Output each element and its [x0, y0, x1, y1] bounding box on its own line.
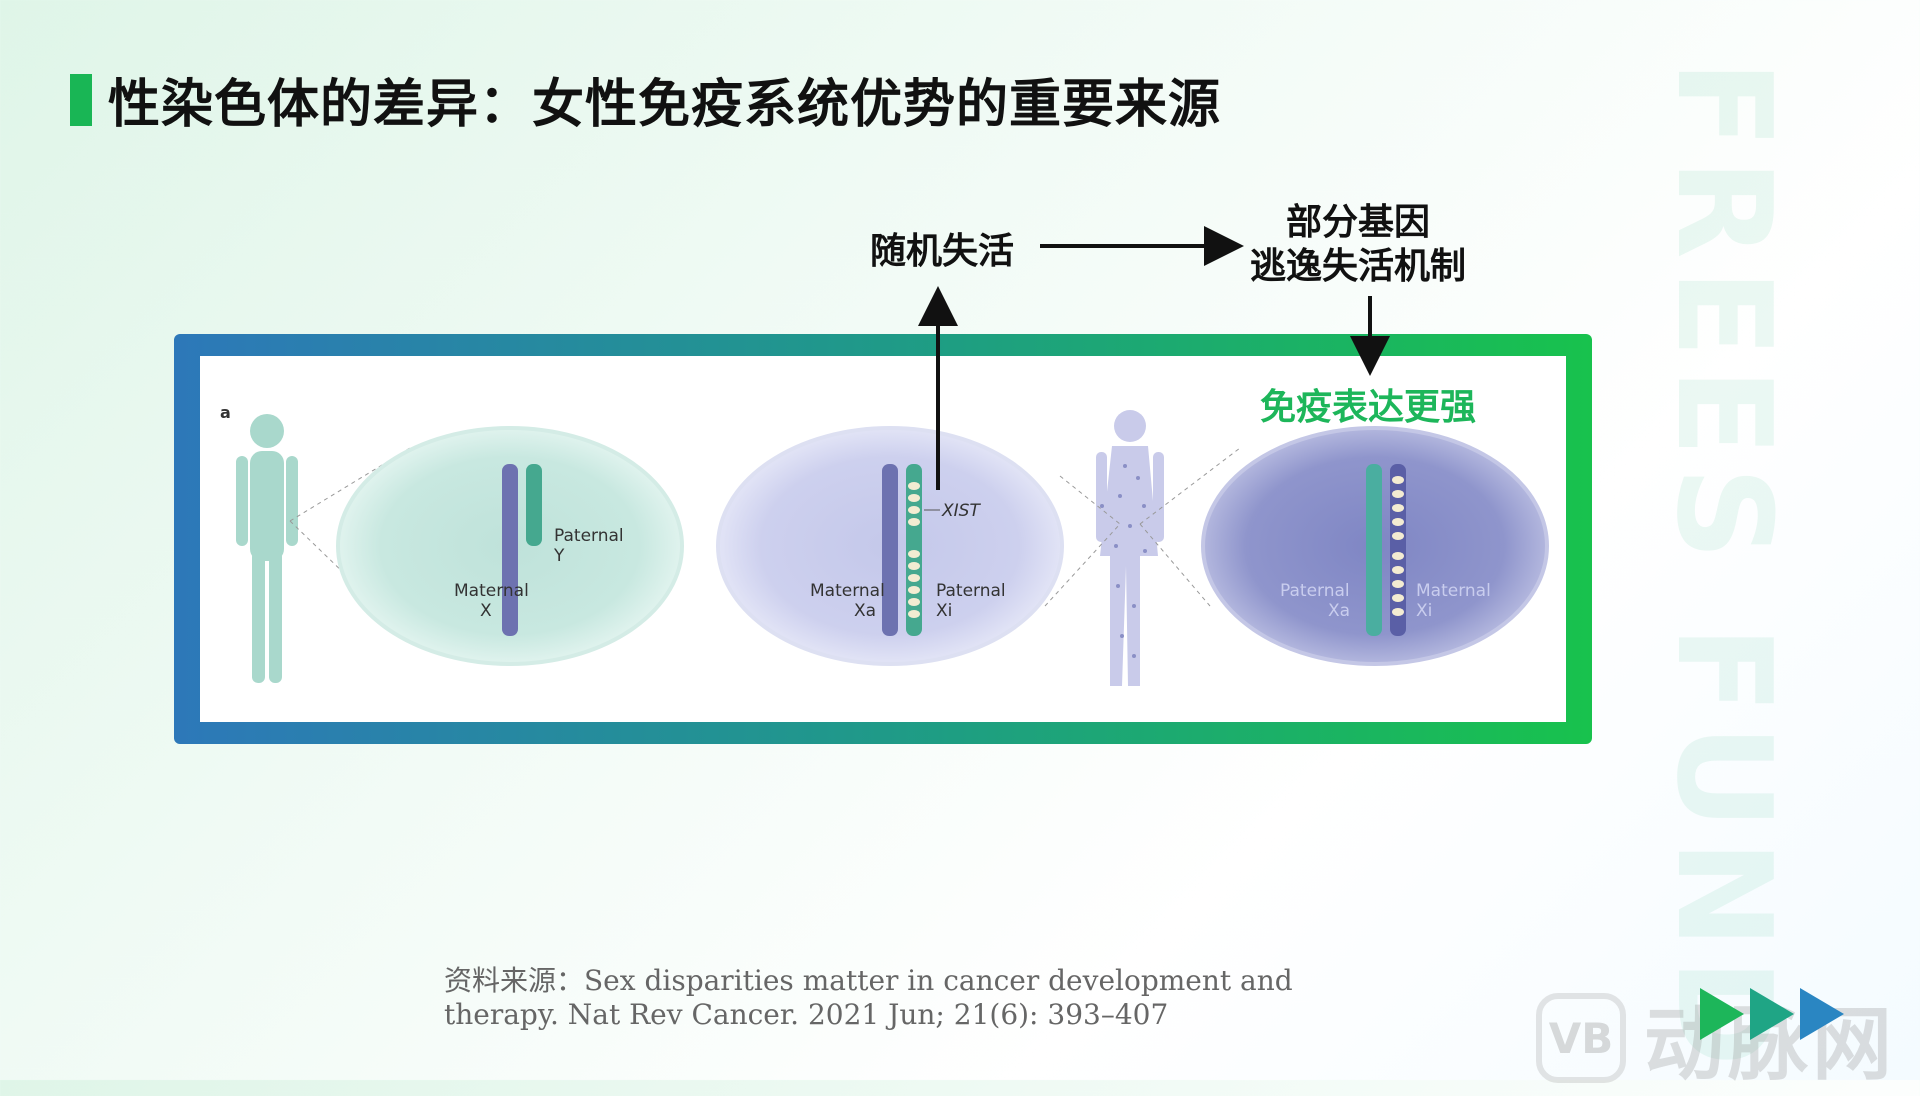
cell3-paternal-label: Paternal: [1280, 581, 1350, 601]
label-escape-mechanism: 部分基因 逃逸失活机制: [1250, 200, 1466, 288]
cell-female-inactivation: XIST Maternal Xa Paternal Xi: [716, 426, 1064, 666]
female-figure-dots: [1100, 464, 1147, 658]
source-citation: 资料来源：Sex disparities matter in cancer de…: [444, 964, 1293, 1032]
cell2-paternal-sub: Xi: [936, 601, 952, 621]
cell3-paternal-sub: Xa: [1328, 601, 1350, 621]
title-accent-bar: [70, 73, 92, 126]
cell2-maternal-sub: Xa: [854, 601, 876, 621]
panel-letter: a: [220, 403, 231, 422]
cell2-maternal-label: Maternal: [810, 581, 885, 601]
cell3-bands: [1392, 476, 1404, 616]
cell1-maternal-sub: X: [480, 601, 492, 621]
cell2-paternal-label: Paternal: [936, 581, 1006, 601]
label-immune-stronger: 免疫表达更强: [1260, 386, 1477, 428]
label-random-inactivation: 随机失活: [870, 230, 1015, 272]
cell1-paternal-sub: Y: [553, 546, 565, 566]
chromosome-figure: a Maternal X Paternal Y: [220, 403, 1549, 686]
cell1-maternal-label: Maternal: [454, 581, 529, 601]
cell3-maternal-sub: Xi: [1416, 601, 1432, 621]
cell3-maternal-label: Maternal: [1416, 581, 1491, 601]
cell1-paternal-label: Paternal: [554, 526, 624, 546]
male-figure: [236, 414, 298, 683]
female-figure: [1096, 410, 1164, 686]
brand-logo-icon: VB: [1536, 993, 1626, 1083]
cell-female-escape: Paternal Xa Maternal Xi: [1201, 426, 1549, 666]
slide-title: 性染色体的差异：女性免疫系统优势的重要来源: [108, 74, 1222, 135]
source-line-1: 资料来源：Sex disparities matter in cancer de…: [444, 964, 1293, 997]
slide-header: 性染色体的差异：女性免疫系统优势的重要来源: [70, 62, 1221, 137]
source-line-2: therapy. Nat Rev Cancer. 2021 Jun; 21(6)…: [444, 998, 1169, 1031]
cell-male: Maternal X Paternal Y: [336, 426, 684, 666]
figure-panel: a Maternal X Paternal Y: [200, 356, 1566, 722]
label-escape-line1: 部分基因: [1286, 201, 1431, 243]
watermark-text: FREES FUND: [1648, 60, 1800, 1077]
cell2-xist-label: XIST: [941, 501, 981, 521]
cell2-xist-bands: [908, 482, 920, 618]
label-escape-line2: 逃逸失活机制: [1250, 245, 1467, 287]
figure-frame: a Maternal X Paternal Y: [174, 334, 1592, 744]
play-arrows-icon: [1700, 988, 1844, 1040]
